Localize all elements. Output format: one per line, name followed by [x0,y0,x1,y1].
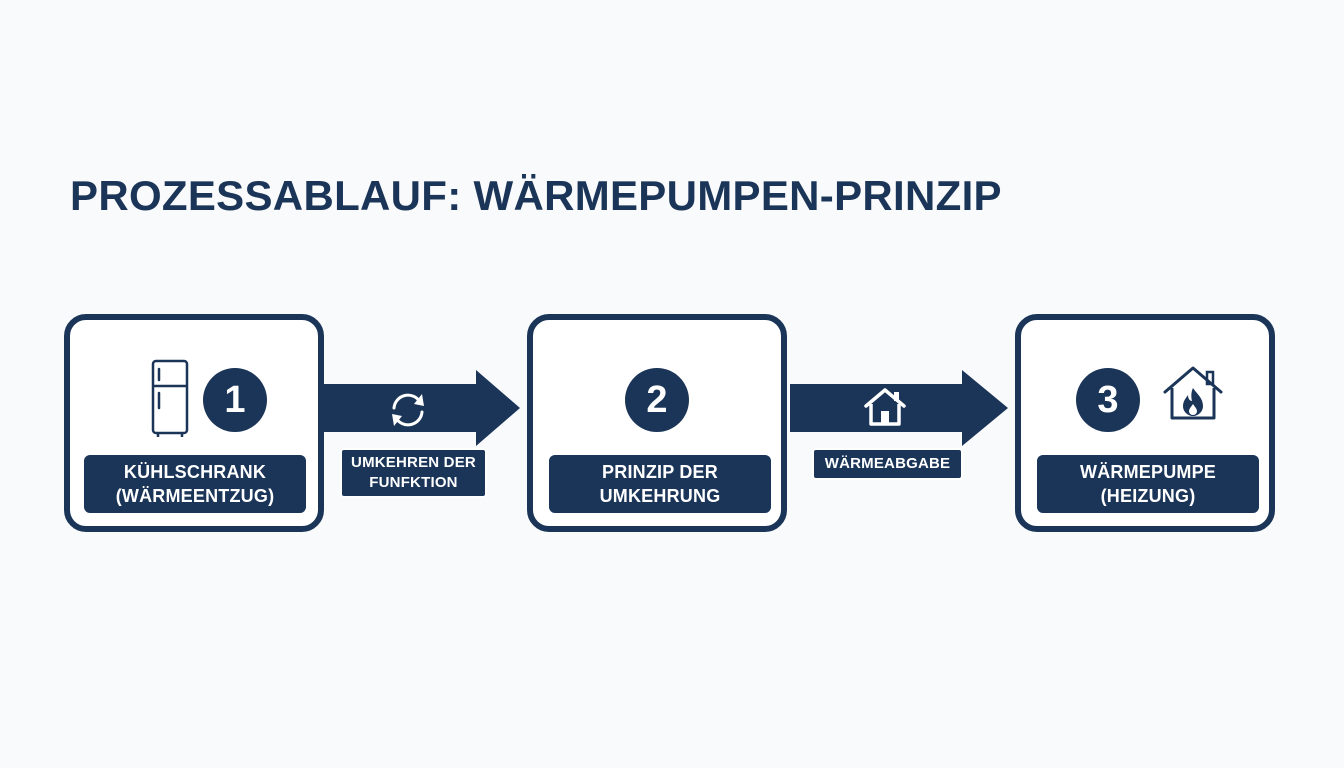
house-icon [864,388,906,426]
step-number-1: 1 [203,368,267,432]
cycle-arrows-icon [392,393,424,427]
step-label-1: KÜHLSCHRANK (WÄRMEENTZUG) [84,455,306,513]
step-box-3: 3 WÄRMEPUMPE (HEIZUNG) [1015,314,1275,532]
arrow-connector-1 [324,370,520,446]
step-number-2: 2 [625,368,689,432]
step-box-1: 1 KÜHLSCHRANK (WÄRMEENTZUG) [64,314,324,532]
step-label-2: PRINZIP DER UMKEHRUNG [549,455,771,513]
connector-label-1: UMKEHREN DER FUNFKTION [340,448,487,498]
step-label-3: WÄRMEPUMPE (HEIZUNG) [1037,455,1259,513]
diagram-title: PROZESSABLAUF: WÄRMEPUMPEN-PRINZIP [70,172,1002,219]
step-box-2: 2 PRINZIP DER UMKEHRUNG [527,314,787,532]
fridge-icon [151,359,189,437]
step-number-3: 3 [1076,368,1140,432]
house-fire-icon [1163,366,1223,420]
connector-label-2: WÄRMEABGABE [812,448,963,480]
